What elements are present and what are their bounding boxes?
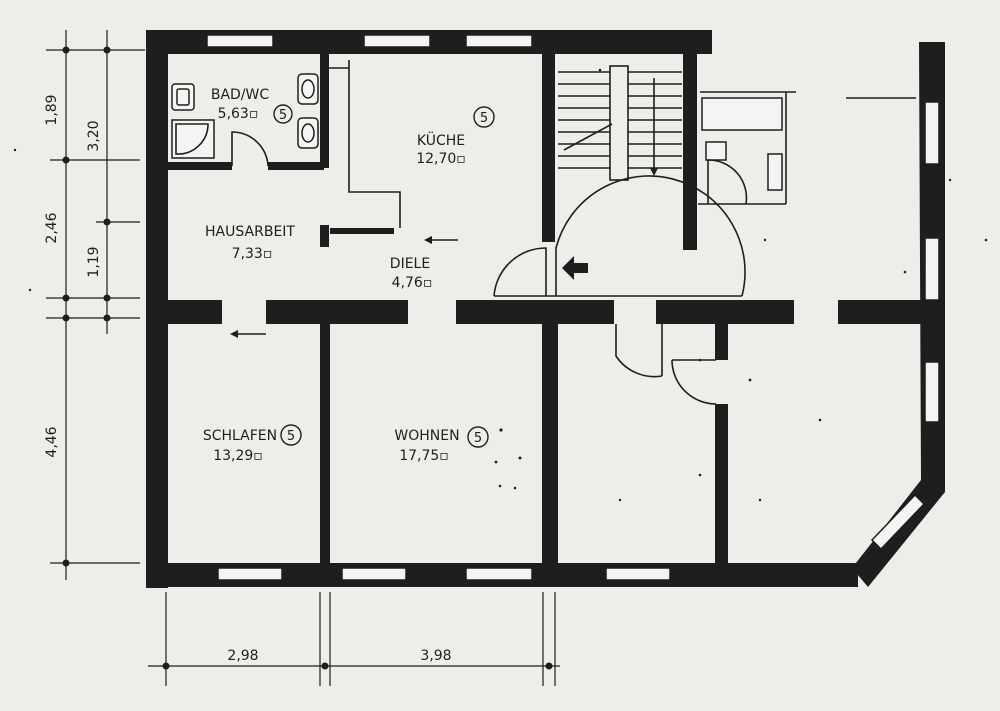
room-name-kueche: KÜCHE — [417, 131, 465, 149]
dim-bottom-2: 3,98 — [420, 648, 451, 664]
staircase — [558, 65, 682, 181]
dimension-lines — [46, 30, 560, 686]
rating-circle-schlafen — [280, 424, 302, 446]
rating-bad: 5 — [279, 108, 287, 123]
room-name-wohnen: WOHNEN — [394, 428, 459, 444]
arrows — [230, 236, 588, 338]
interior-walls — [166, 50, 930, 567]
room-area-diele: 4,76▫ — [392, 275, 433, 291]
dim-left-3: 4,46 — [44, 426, 60, 457]
room-name-bad: BAD/WC — [211, 87, 270, 103]
rating-kueche: 5 — [480, 111, 488, 126]
thin-partitions — [329, 60, 916, 228]
dim-bottom-1: 2,98 — [227, 648, 258, 664]
rating-circle-bad — [273, 104, 293, 124]
room-area-bad: 5,63▫ — [218, 106, 259, 122]
room-area-kueche: 12,70▫ — [416, 151, 466, 167]
door-swings — [231, 131, 748, 405]
dim-left-1: 1,89 — [44, 94, 60, 125]
rating-schlafen: 5 — [287, 429, 295, 444]
dim-left-2: 2,46 — [44, 212, 60, 243]
room-area-hausarbeit: 7,33▫ — [232, 246, 273, 262]
rating-wohnen: 5 — [474, 431, 482, 446]
rating-circle-wohnen — [467, 426, 489, 448]
dim-inner-2: 1,19 — [86, 246, 102, 277]
windows — [206, 34, 940, 581]
scan-speckles — [13, 68, 988, 502]
room-name-hausarbeit: HAUSARBEIT — [205, 224, 295, 240]
room-name-diele: DIELE — [390, 256, 430, 272]
dim-inner-1: 3,20 — [86, 120, 102, 151]
rating-circle-kueche — [473, 106, 495, 128]
bath-fixtures — [171, 73, 783, 191]
room-area-wohnen: 17,75▫ — [399, 448, 449, 464]
room-area-schlafen: 13,29▫ — [213, 448, 263, 464]
room-name-schlafen: SCHLAFEN — [203, 428, 277, 444]
entrance-arrow-icon — [562, 256, 588, 280]
